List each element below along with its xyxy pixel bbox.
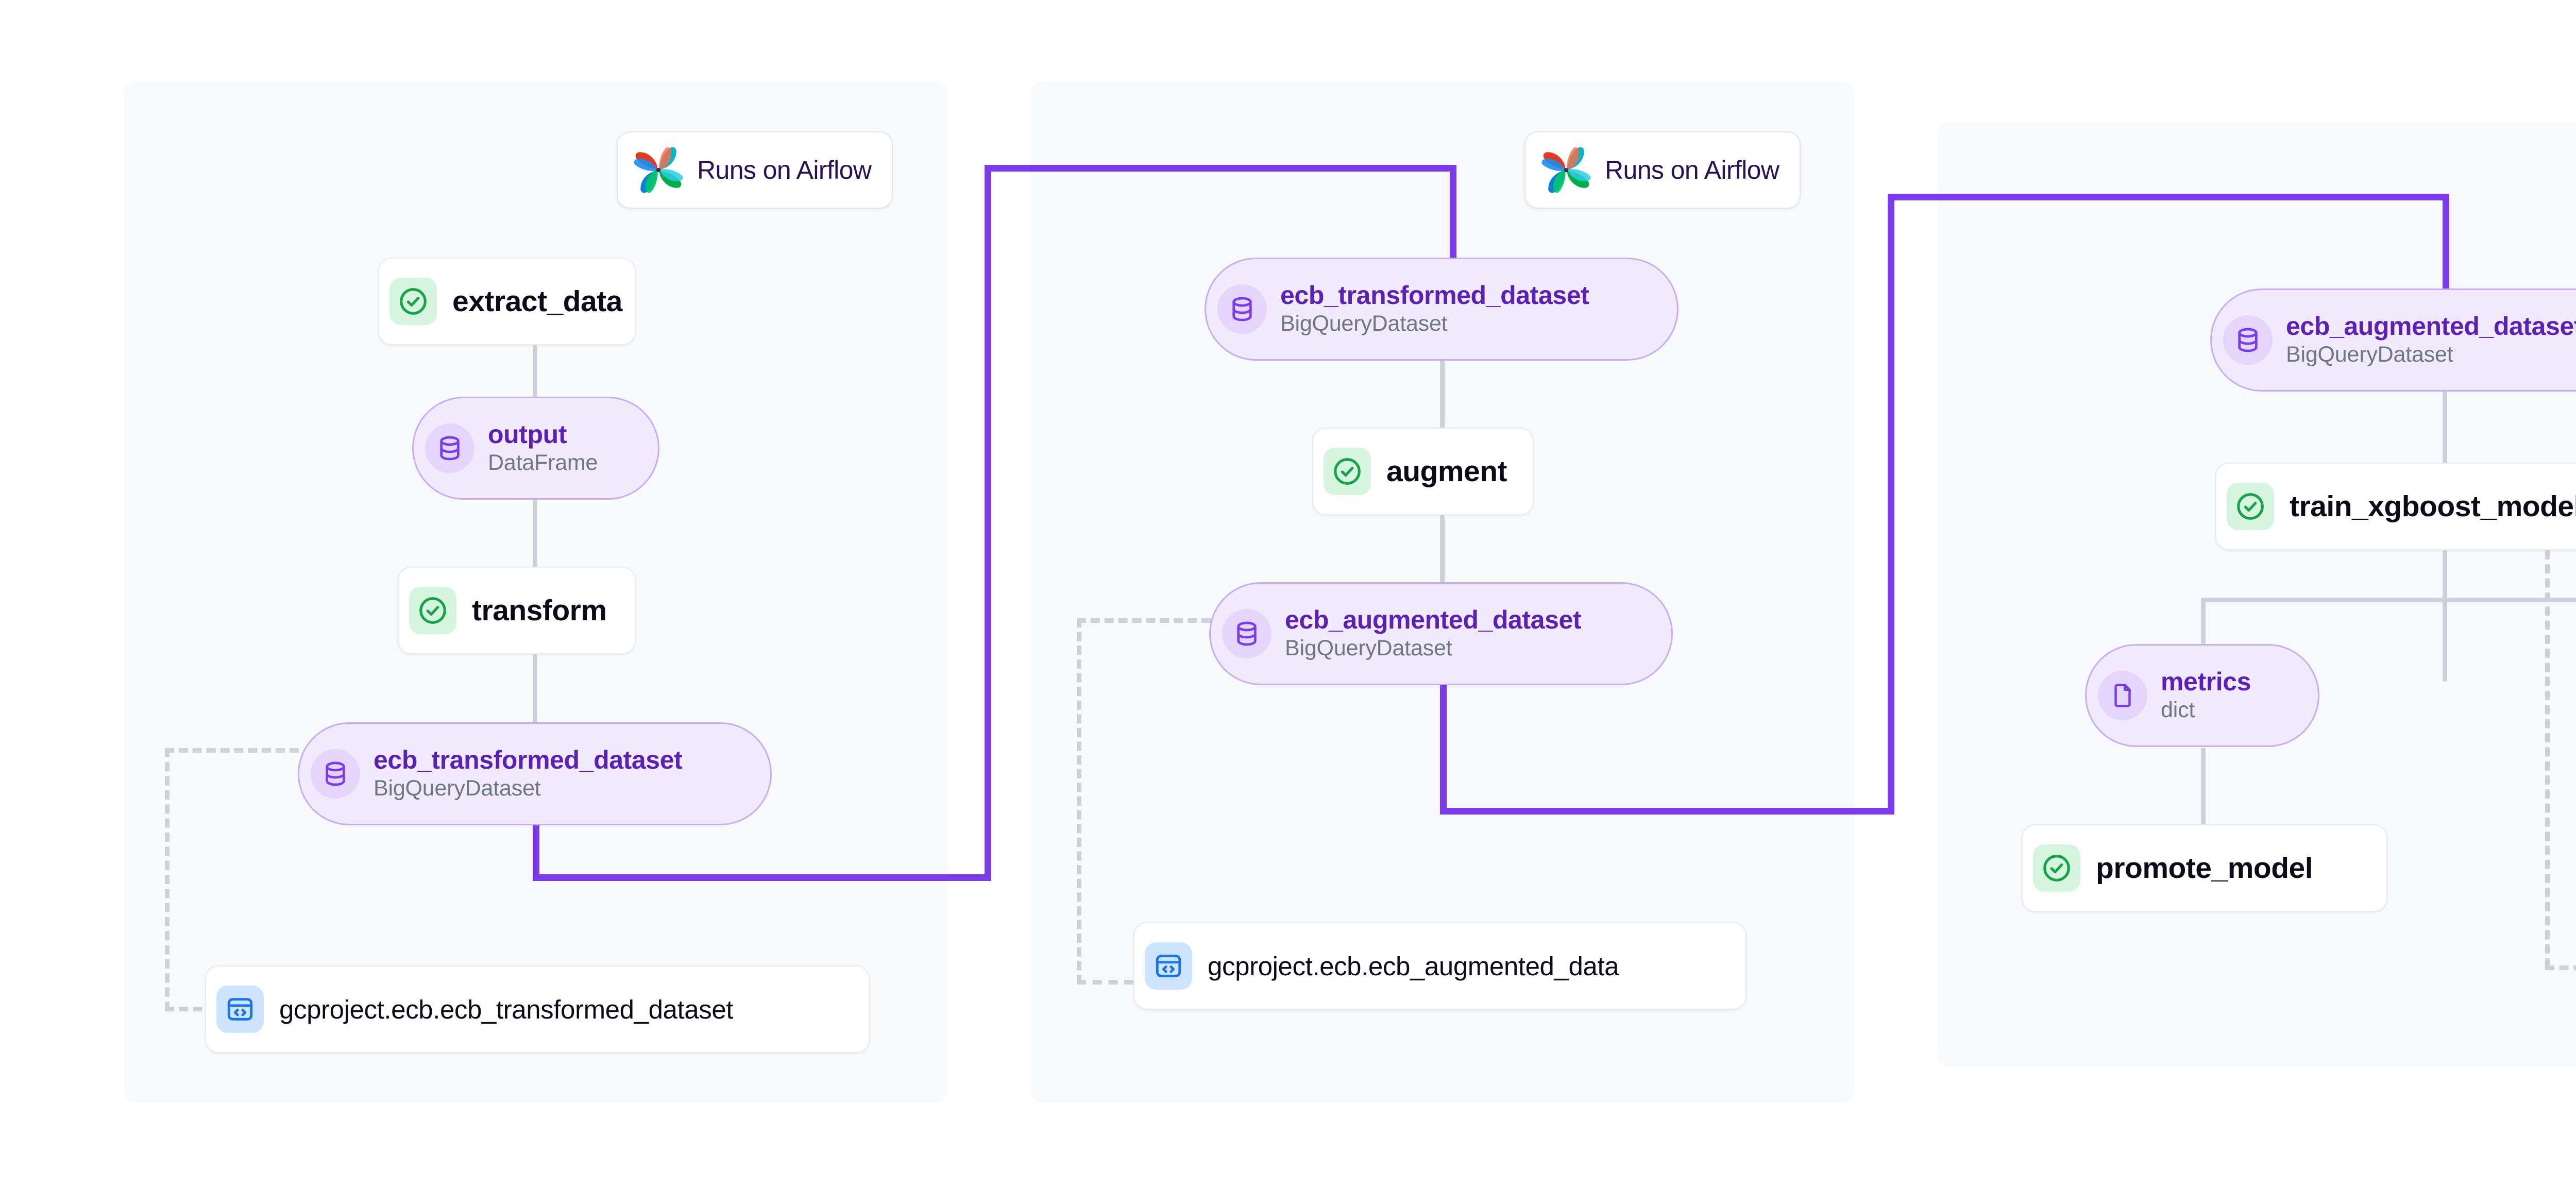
database-icon <box>1217 284 1267 334</box>
edge-purple-p1-across <box>533 874 991 881</box>
dataset-name: ecb_augmented_dataset <box>1285 605 1582 635</box>
uri-label: gcproject.ecb.ecb_augmented_data <box>1208 951 1619 981</box>
check-circle-icon <box>2227 483 2274 530</box>
dataset-type: BigQueryDataset <box>2286 342 2453 367</box>
edge-dashed-augmented-to-uri-bottom <box>1077 980 1133 985</box>
task-label: train_xgboost_model <box>2290 489 2576 523</box>
dataset-type: DataFrame <box>488 450 598 475</box>
airflow-pinwheel-icon <box>1539 143 1594 197</box>
uri-node-gcproject-ecb-augmented-data[interactable]: gcproject.ecb.ecb_augmented_data <box>1133 922 1747 1010</box>
dataset-type: dict <box>2161 697 2195 722</box>
dataset-name: ecb_augmented_dataset <box>2286 312 2576 341</box>
edge-purple-p3-drop <box>2443 194 2449 304</box>
check-circle-icon <box>409 587 456 634</box>
dataset-text-block: metrics dict <box>2161 668 2251 723</box>
badge-runs-on-airflow-panel-2[interactable]: Runs on Airflow <box>1524 131 1801 209</box>
dataset-type: BigQueryDataset <box>1280 311 1448 336</box>
edge-purple-p2-across <box>1440 808 1894 815</box>
dataset-text-block: output DataFrame <box>488 421 598 476</box>
dataset-text-block: ecb_transformed_dataset BigQueryDataset <box>1280 282 1589 336</box>
edge-dashed-augmented-to-uri-side <box>1077 618 1081 984</box>
dataset-text-block: ecb_transformed_dataset BigQueryDataset <box>374 745 683 801</box>
dataset-type: BigQueryDataset <box>374 775 541 801</box>
edge-purple-p2-drop <box>1450 165 1456 273</box>
file-icon <box>2098 671 2147 720</box>
edge-purple-p1-top <box>985 165 1456 172</box>
badge-runs-on-airflow-panel-1[interactable]: Runs on Airflow <box>617 131 893 209</box>
dataset-text-block: ecb_augmented_dataset BigQueryDataset <box>2286 313 2576 367</box>
airflow-pinwheel-icon <box>631 143 686 197</box>
edge-dashed-vertex-connector <box>2545 965 2576 970</box>
dataset-node-ecb-augmented-dataset-3[interactable]: ecb_augmented_dataset BigQueryDataset <box>2210 289 2576 392</box>
edge-purple-p1-down <box>533 824 539 881</box>
database-icon <box>311 749 360 799</box>
edge-branch-to-metrics <box>2201 598 2206 644</box>
task-node-extract-data[interactable]: extract_data <box>378 258 636 345</box>
edge-dashed-dataset-to-uri-side <box>165 748 170 1011</box>
dataset-name: metrics <box>2161 667 2251 697</box>
dataset-name: output <box>488 420 567 449</box>
database-icon <box>1222 609 1272 658</box>
edge-augment-to-augmented <box>1440 515 1445 587</box>
edge-purple-p2-top <box>1888 194 2449 200</box>
edge-augmented-to-train <box>2443 392 2447 464</box>
dataset-node-output[interactable]: output DataFrame <box>412 397 659 500</box>
panel-3-background <box>1937 123 2576 1066</box>
edge-purple-p2-up <box>1888 194 1894 812</box>
edge-dashed-dataset-to-uri-top <box>165 748 299 753</box>
database-icon <box>2223 315 2273 365</box>
task-label: extract_data <box>452 284 622 318</box>
dataset-node-ecb-transformed-dataset-2[interactable]: ecb_transformed_dataset BigQueryDataset <box>1205 258 1679 361</box>
edge-dashed-train-to-vertex <box>2545 550 2550 968</box>
task-label: promote_model <box>2096 851 2313 885</box>
edge-transform-to-transformed-dataset <box>533 654 537 726</box>
edge-transformed-to-augment <box>1440 361 1445 433</box>
edge-purple-p2-down <box>1440 680 1447 814</box>
edge-extract-to-output <box>533 345 537 417</box>
edge-dashed-dataset-to-uri-bottom <box>165 1007 216 1011</box>
edge-purple-p1-up <box>985 165 991 881</box>
dataset-node-metrics[interactable]: metrics dict <box>2085 644 2319 747</box>
edge-metrics-to-promote <box>2201 748 2206 825</box>
edge-train-branch-stem <box>2443 550 2447 682</box>
check-circle-icon <box>2033 844 2080 892</box>
task-label: augment <box>1386 454 1507 488</box>
dataset-name: ecb_transformed_dataset <box>374 745 683 775</box>
code-window-icon <box>216 986 264 1033</box>
edge-output-to-transform <box>533 500 537 572</box>
task-node-transform[interactable]: transform <box>398 567 636 654</box>
dataset-node-ecb-transformed-dataset[interactable]: ecb_transformed_dataset BigQueryDataset <box>298 722 772 825</box>
database-icon <box>425 423 474 473</box>
task-node-augment[interactable]: augment <box>1312 428 1534 515</box>
dataset-text-block: ecb_augmented_dataset BigQueryDataset <box>1285 605 1582 661</box>
edge-train-branch-bar <box>2201 598 2576 602</box>
dataset-name: ecb_transformed_dataset <box>1280 281 1589 310</box>
code-window-icon <box>1145 942 1192 990</box>
edge-dashed-augmented-to-uri-top <box>1077 618 1211 623</box>
badge-label: Runs on Airflow <box>1605 156 1780 184</box>
uri-label: gcproject.ecb.ecb_transformed_dataset <box>279 994 734 1024</box>
task-node-train-xgboost-model[interactable]: train_xgboost_model <box>2215 463 2576 550</box>
check-circle-icon <box>1324 448 1371 495</box>
uri-node-gcproject-ecb-transformed-dataset[interactable]: gcproject.ecb.ecb_transformed_dataset <box>205 965 870 1053</box>
task-node-promote-model[interactable]: promote_model <box>2022 824 2387 912</box>
task-label: transform <box>472 594 607 627</box>
check-circle-icon <box>389 278 437 325</box>
dataset-node-ecb-augmented-dataset[interactable]: ecb_augmented_dataset BigQueryDataset <box>1209 582 1673 685</box>
badge-label: Runs on Airflow <box>697 156 872 184</box>
dataset-type: BigQueryDataset <box>1285 635 1452 660</box>
